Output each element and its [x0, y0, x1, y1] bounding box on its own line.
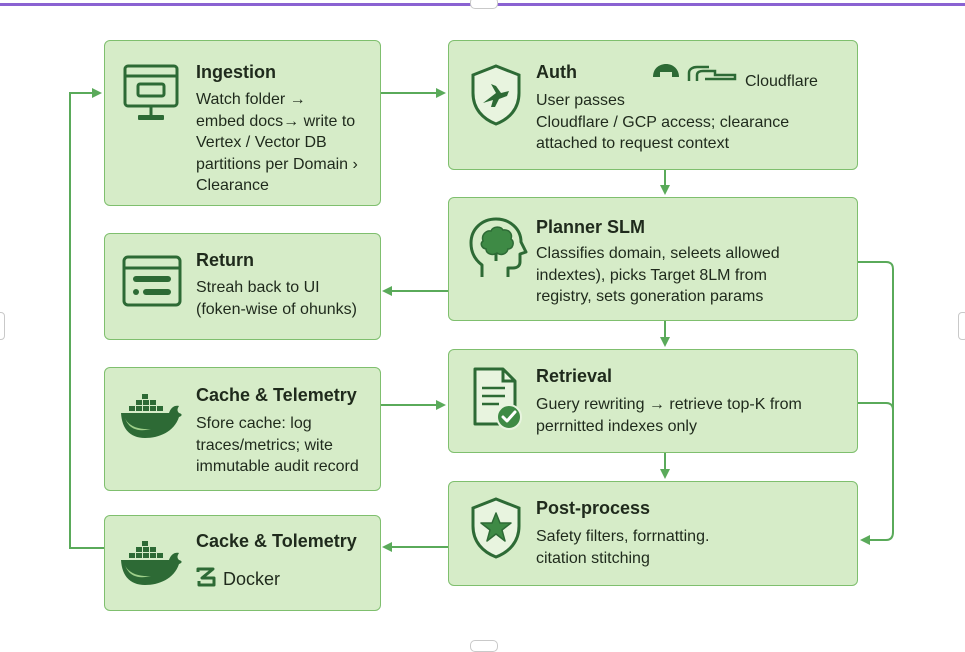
- docker-logo-icon: [195, 566, 217, 593]
- planner-line: registry, sets goneration params: [536, 288, 764, 305]
- ingestion-card: Ingestion Watch folder → embed docs→ wri…: [104, 40, 381, 206]
- return-line: (foken-wise of ohunks): [196, 300, 357, 318]
- docker-whale-icon: [119, 392, 185, 445]
- head-brain-icon: [466, 215, 528, 286]
- window-icon: [122, 254, 182, 313]
- cache-telemetry-docker-title: Cacke & Tolemetry: [196, 531, 357, 551]
- auth-title: Auth: [536, 62, 577, 82]
- cache-telemetry-title: Cache & Telemetry: [196, 385, 357, 405]
- cache-telemetry-description: Sfore cache: log traces/metrics; wite im…: [196, 413, 359, 478]
- ingestion-line: embed docs→ write to: [196, 112, 356, 130]
- return-description: Streah back to UI (foken-wise of ohunks): [196, 277, 357, 320]
- ingestion-title: Ingestion: [196, 62, 276, 82]
- return-line: Streah back to UI: [196, 279, 320, 296]
- cloudflare-logo-icon: [649, 61, 743, 92]
- arrow-retrieval-side-join: [858, 402, 894, 411]
- ingestion-line: Vertex / Vector DB: [196, 134, 327, 151]
- return-title: Return: [196, 250, 254, 270]
- retrieval-line: perrnitted indexes only: [536, 417, 697, 435]
- resize-handle-top[interactable]: [470, 0, 498, 9]
- auth-description: User passes Cloudflare / GCP access; cle…: [536, 90, 789, 155]
- resize-handle-left[interactable]: [0, 312, 5, 340]
- shield-star-icon: [469, 496, 523, 565]
- cache-telemetry-line: immutable audit record: [196, 458, 359, 475]
- ingestion-description: Watch folder → embed docs→ write to Vert…: [196, 89, 358, 197]
- docker-whale-icon: [119, 539, 185, 592]
- auth-line: User passes: [536, 92, 625, 109]
- planner-line: Classifies domain, seleets allowed: [536, 245, 780, 262]
- retrieval-line: Guery rewriting → retrieve top-K from: [536, 396, 802, 413]
- arrow-planner-side-to-postprocess: [858, 261, 894, 545]
- cloudflare-label: Cloudflare: [745, 73, 818, 90]
- monitor-icon: [120, 62, 182, 129]
- retrieval-description: Guery rewriting → retrieve top-K from pe…: [536, 394, 802, 437]
- shield-plane-icon: [469, 63, 523, 132]
- planner-title: Planner SLM: [536, 217, 646, 237]
- ingestion-line: Watch folder →: [196, 91, 306, 108]
- cache-telemetry-line: traces/metrics; wite: [196, 436, 333, 454]
- cache-telemetry-line: Sfore cache: log: [196, 415, 312, 432]
- retrieval-card: Retrieval Guery rewriting → retrieve top…: [448, 349, 858, 453]
- document-check-icon: [471, 366, 527, 437]
- resize-handle-right[interactable]: [958, 312, 965, 340]
- cache-telemetry-card: Cache & Telemetry Sfore cache: log trace…: [104, 367, 381, 491]
- docker-label: Docker: [223, 569, 281, 589]
- postprocess-description: Safety filters, forrnatting. citation st…: [536, 526, 709, 569]
- auth-line: attached to request context: [536, 135, 730, 152]
- postprocess-line: citation stitching: [536, 549, 650, 567]
- arrow-cache-to-ingestion: [69, 88, 104, 549]
- postprocess-card: Post-process Safety filters, forrnatting…: [448, 481, 858, 586]
- planner-line: indextes), picks Target 8LM from: [536, 266, 767, 284]
- cache-telemetry-docker-card: Cacke & Tolemetry Docker: [104, 515, 381, 611]
- planner-description: Classifies domain, seleets allowed index…: [536, 243, 780, 308]
- auth-line: Cloudflare / GCP access; clearance: [536, 113, 790, 131]
- ingestion-line: Clearance: [196, 177, 269, 194]
- planner-card: Planner SLM Classifies domain, seleets a…: [448, 197, 858, 321]
- ingestion-line: partitions per Domain ›: [196, 155, 358, 173]
- auth-card: Auth Cloudflare User passes Cloudflare /…: [448, 40, 858, 170]
- postprocess-line: Safety filters, forrnatting.: [536, 528, 710, 545]
- return-card: Return Streah back to UI (foken-wise of …: [104, 233, 381, 340]
- postprocess-title: Post-process: [536, 498, 651, 518]
- retrieval-title: Retrieval: [536, 366, 613, 386]
